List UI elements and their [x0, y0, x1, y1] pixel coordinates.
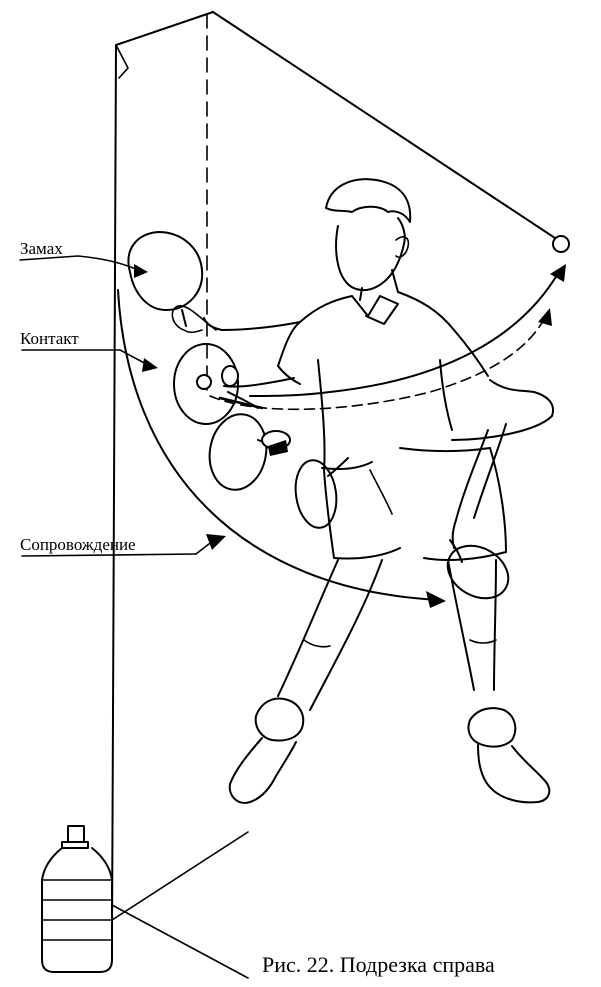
ball-icon: [552, 235, 570, 253]
water-bottle-icon: [41, 825, 113, 973]
paddle-follow-through: [294, 457, 349, 529]
label-follow-through: Сопровождение: [20, 535, 136, 554]
stroke-arc: [117, 289, 441, 601]
paddle-contact: [173, 343, 264, 425]
label-backswing: Замах: [20, 239, 63, 258]
wall-frame: [111, 11, 559, 979]
label-contact: Контакт: [20, 329, 79, 348]
paddle-backswing: [127, 231, 204, 327]
paddle-icon: [446, 539, 510, 600]
ball-trajectory: [209, 315, 547, 411]
contact-ball: [196, 374, 212, 390]
paddle-mid: [208, 413, 291, 491]
figure-caption: Рис. 22. Подрезка справа: [262, 952, 495, 977]
player-figure: [171, 178, 554, 804]
label-pointers: [19, 255, 226, 557]
swing-arc: [249, 269, 561, 397]
